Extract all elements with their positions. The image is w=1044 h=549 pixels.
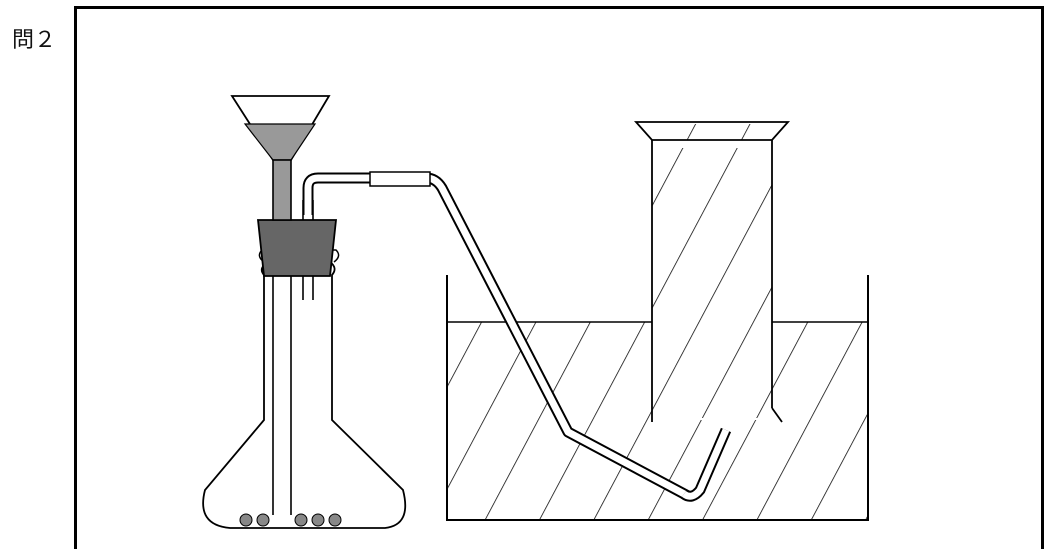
rubber-stopper: [256, 219, 338, 277]
cylinder-rim-hatch: [652, 124, 772, 140]
pellet: [239, 513, 253, 527]
outlet-tube-top: [302, 200, 314, 220]
cylinder-water: [652, 148, 772, 418]
flask-body: [202, 261, 407, 529]
pellets: [239, 513, 342, 527]
gas-cylinder: [633, 121, 791, 423]
delivery-tube: [302, 171, 732, 502]
question-label: 問２: [12, 28, 57, 53]
pellet: [256, 513, 270, 527]
conical-flask: [202, 249, 407, 529]
pellet: [294, 513, 308, 527]
figure-frame: [74, 6, 1044, 549]
funnel-liquid: [243, 123, 317, 161]
tube-rubber-joint: [369, 171, 431, 187]
cylinder-lip-right: [771, 407, 783, 423]
pellet: [328, 513, 342, 527]
funnel-stem: [272, 159, 292, 221]
trough-water: [447, 322, 868, 520]
trough-walls: [446, 275, 869, 521]
pellet: [311, 513, 325, 527]
water-trough: [446, 275, 869, 521]
funnel: [230, 95, 331, 221]
